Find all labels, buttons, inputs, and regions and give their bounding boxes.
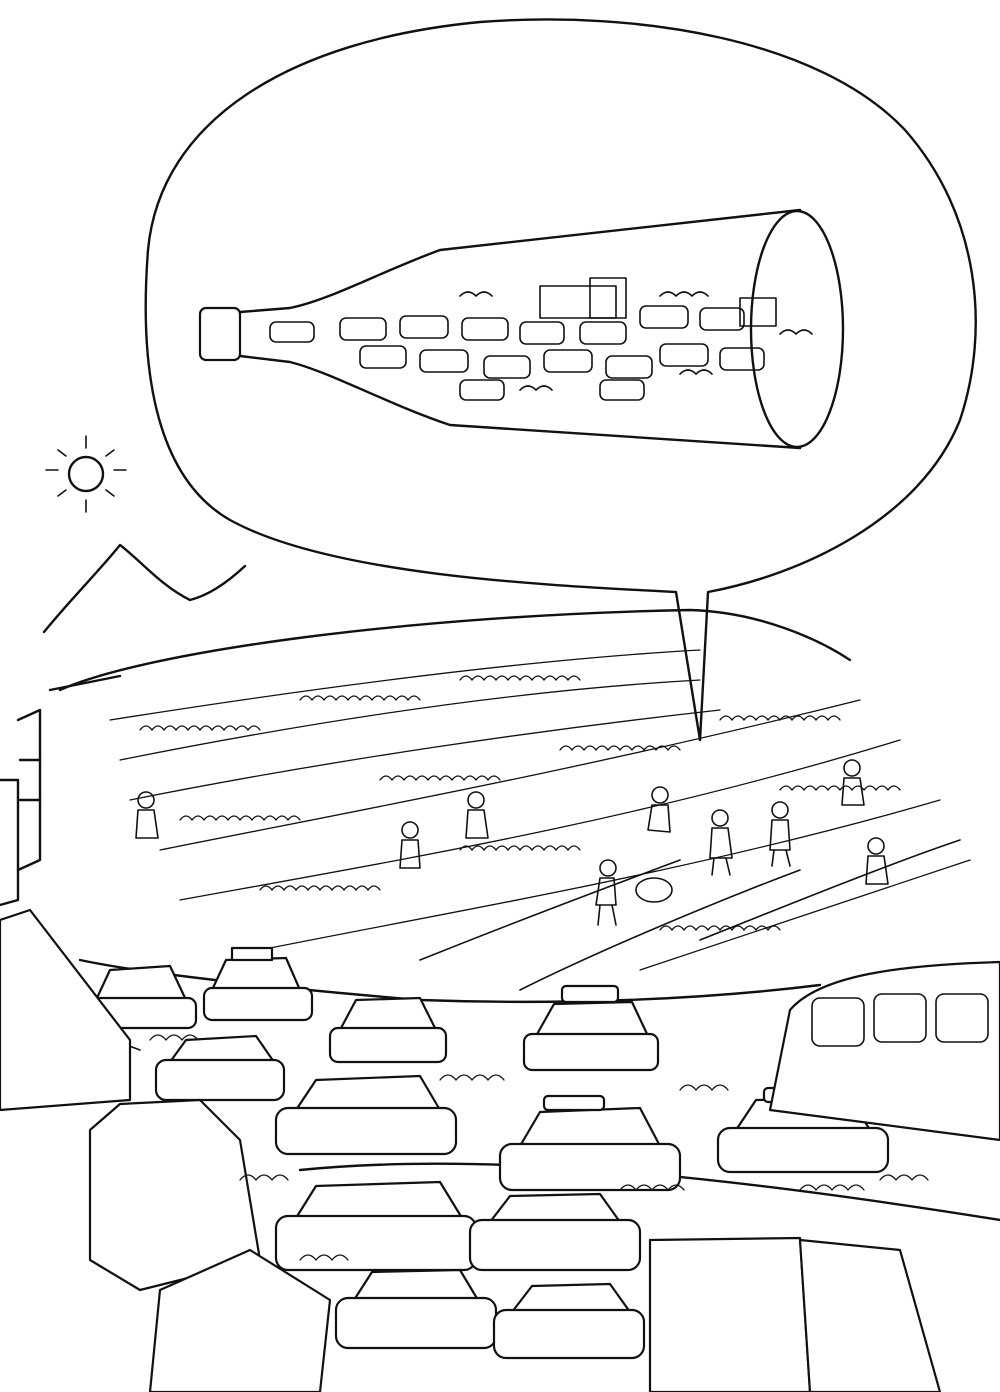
car <box>492 1282 646 1360</box>
car <box>274 1180 478 1272</box>
picker-person <box>769 801 791 867</box>
picker-person <box>595 859 617 926</box>
picker-person <box>709 809 733 876</box>
picker-person <box>865 837 889 885</box>
truck <box>648 1236 942 1392</box>
car-front-left <box>88 1098 262 1292</box>
cork-icon <box>198 306 242 362</box>
picker-person <box>465 791 489 839</box>
car <box>274 1074 458 1156</box>
roadside-hedges <box>149 1034 929 1262</box>
car <box>334 1268 498 1350</box>
roadside-buildings <box>0 674 122 907</box>
left-building-block <box>0 908 132 1112</box>
car <box>154 1034 286 1102</box>
picker-person <box>647 786 671 833</box>
car <box>328 996 448 1064</box>
thought-bubble <box>144 18 977 742</box>
car-with-roof-rack <box>522 984 660 1072</box>
bottle-traffic <box>269 277 813 401</box>
picker-person <box>135 791 159 839</box>
wine-bottle <box>198 208 845 450</box>
picker-person <box>841 759 865 806</box>
vineyard <box>58 608 971 991</box>
car-with-roof-rack <box>498 1094 682 1192</box>
grape-basket <box>635 877 673 903</box>
mountain <box>42 543 247 634</box>
car <box>468 1192 642 1272</box>
car-with-roof-rack <box>202 946 314 1022</box>
sun-icon <box>45 435 127 513</box>
grape-pickers <box>135 759 889 926</box>
bus <box>768 960 1000 1142</box>
picker-person <box>399 821 421 869</box>
car-bottom-left <box>148 1248 332 1392</box>
